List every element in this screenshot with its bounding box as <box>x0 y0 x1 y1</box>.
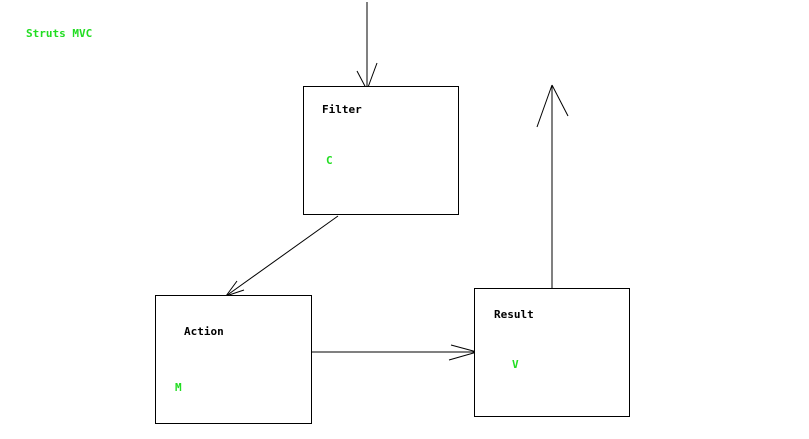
action-role-label: M <box>175 381 182 394</box>
action-box: Action M <box>155 295 312 424</box>
result-box: Result V <box>474 288 630 417</box>
diagram-title: Struts MVC <box>26 27 92 40</box>
result-label: Result <box>494 308 534 321</box>
action-label: Action <box>184 325 224 338</box>
result-role-label: V <box>512 358 519 371</box>
action-to-result-arrow <box>312 344 478 361</box>
incoming-request-arrow <box>356 2 378 91</box>
filter-box: Filter C <box>303 86 459 215</box>
filter-to-action-arrow <box>225 215 339 297</box>
filter-label: Filter <box>322 103 362 116</box>
outgoing-response-arrow <box>536 84 569 288</box>
filter-role-label: C <box>326 154 333 167</box>
